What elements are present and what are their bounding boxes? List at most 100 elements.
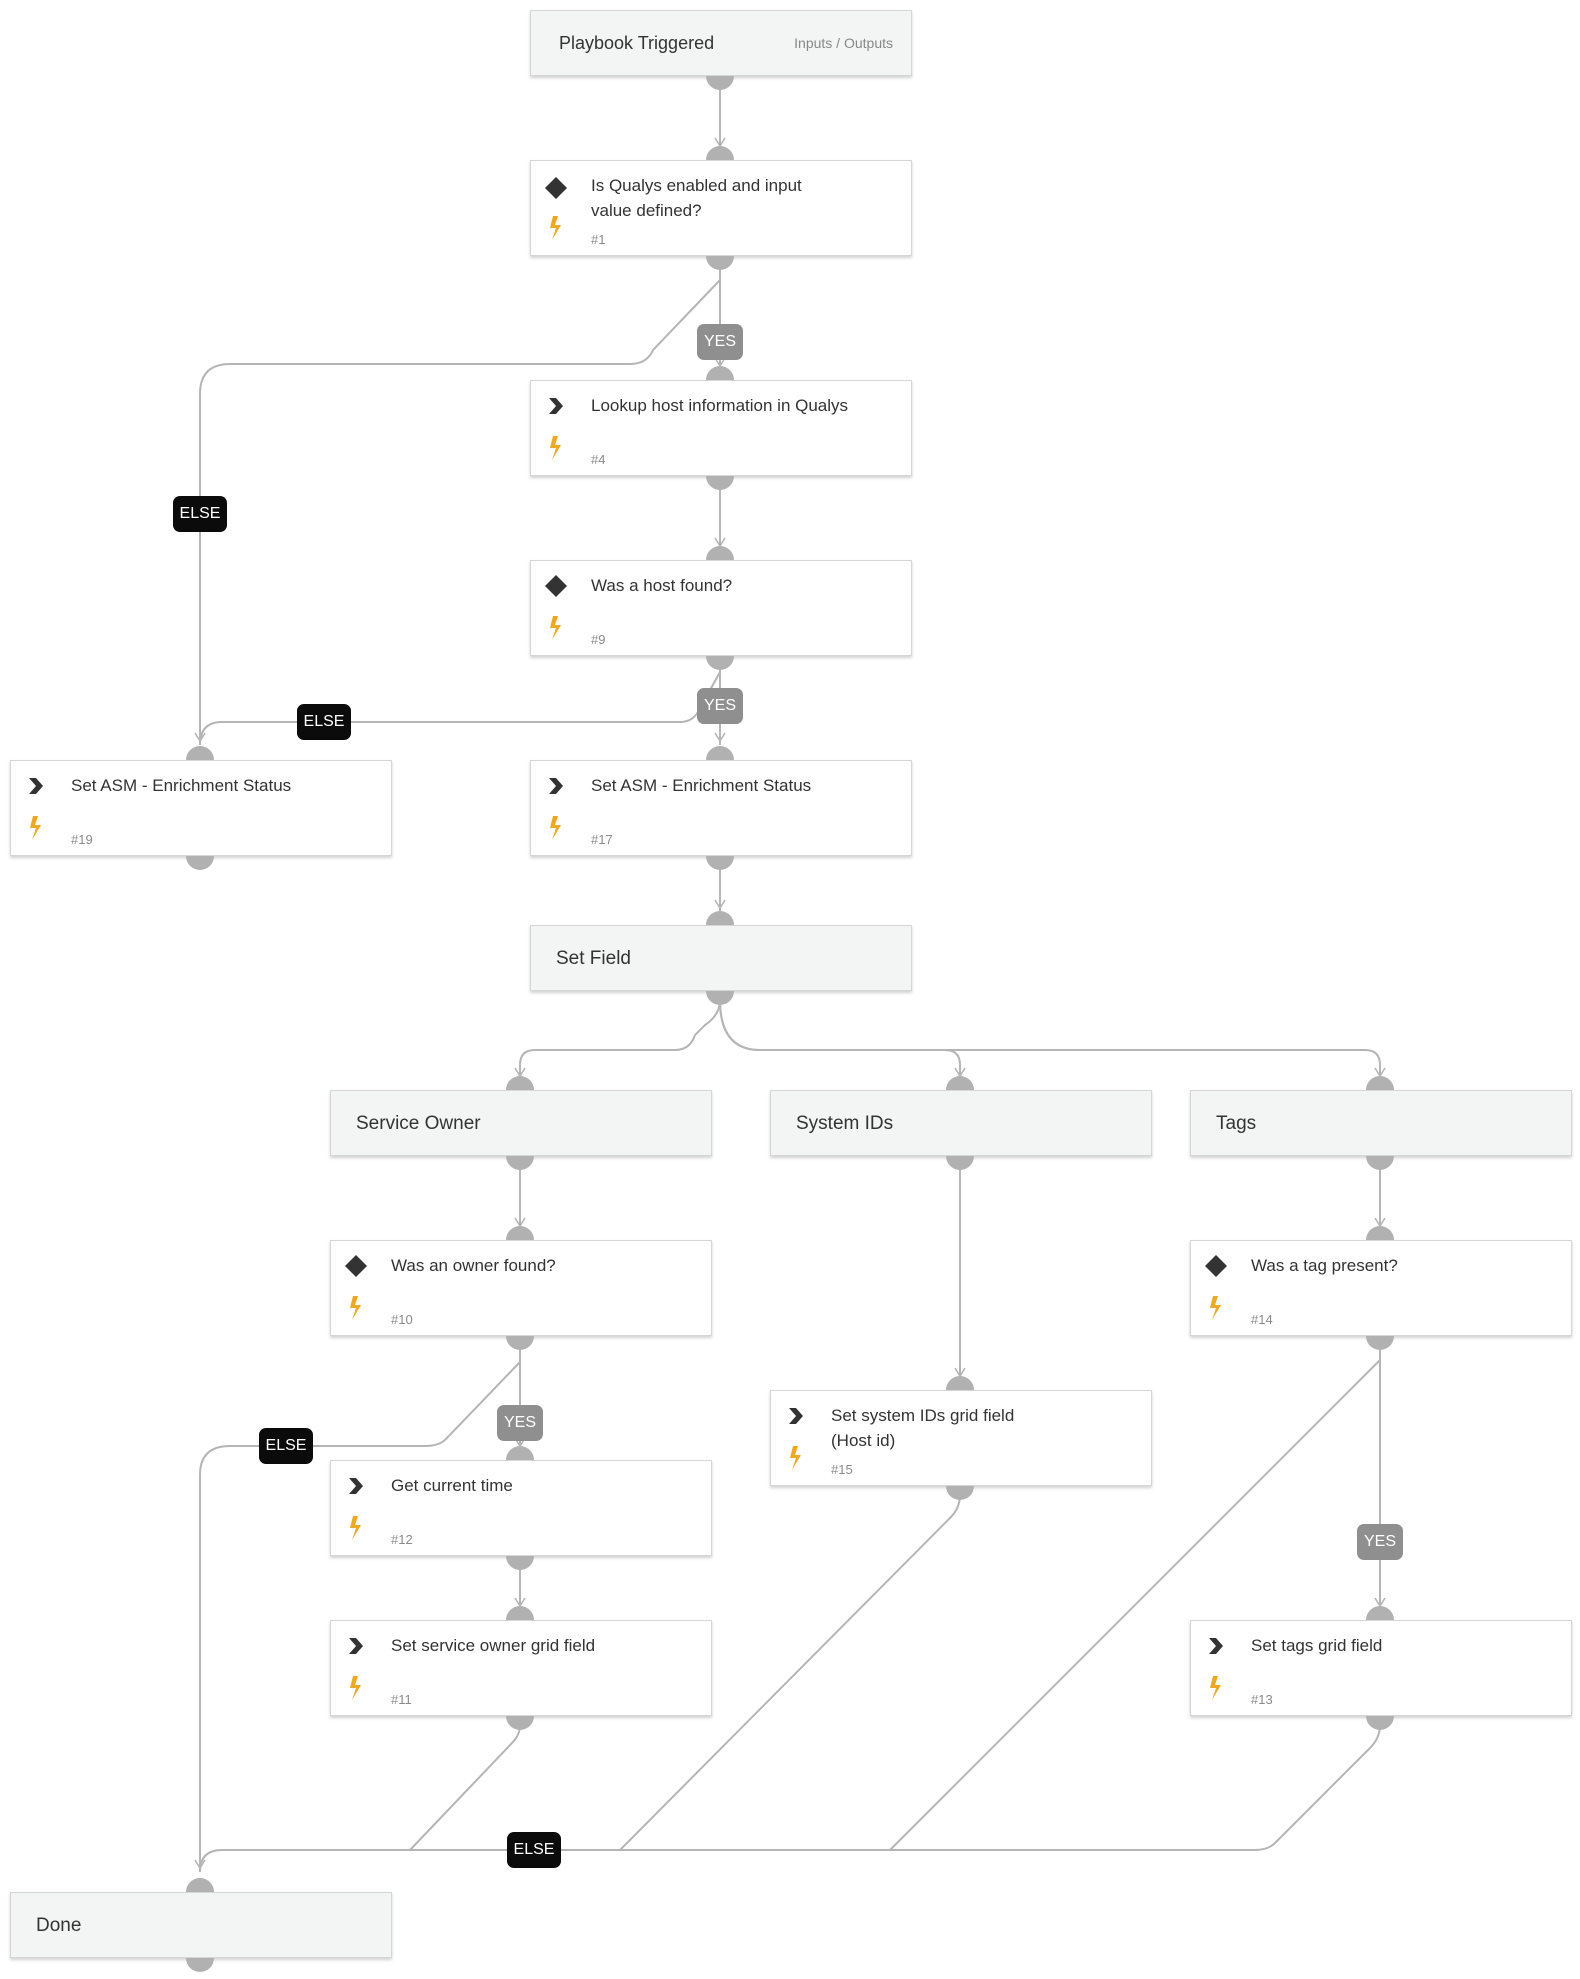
- port-task-13-in[interactable]: [1366, 1606, 1394, 1620]
- task-4-title: Lookup host information in Qualys: [591, 396, 849, 415]
- task-13-number: #13: [1251, 1692, 1273, 1707]
- task-11-number: #11: [391, 1692, 412, 1707]
- port-task-12-out[interactable]: [506, 1556, 534, 1570]
- port-task-13-out[interactable]: [1366, 1716, 1394, 1730]
- lightning-icon: [1210, 1676, 1221, 1700]
- port-task-10-in[interactable]: [506, 1226, 534, 1240]
- task-17-node[interactable]: Set ASM - Enrichment Status #17: [530, 760, 912, 856]
- branch-label-yes[interactable]: YES: [697, 688, 743, 724]
- section-done[interactable]: Done: [10, 1892, 392, 1958]
- port-task-14-in[interactable]: [1366, 1226, 1394, 1240]
- chevron-right-icon: [789, 1408, 803, 1424]
- chevron-right-icon: [549, 398, 563, 414]
- port-task-15-in[interactable]: [946, 1376, 974, 1390]
- task-13-node[interactable]: Set tags grid field #13: [1190, 1620, 1572, 1716]
- task-11-title: Set service owner grid field: [391, 1636, 596, 1655]
- diamond-icon: [545, 177, 567, 199]
- port-service-owner-in[interactable]: [506, 1076, 534, 1090]
- task-1-node[interactable]: Is Qualys enabled and input value define…: [530, 160, 912, 256]
- branch-label-else[interactable]: ELSE: [259, 1428, 313, 1464]
- lightning-icon: [350, 1516, 361, 1540]
- port-task-10-out[interactable]: [506, 1336, 534, 1350]
- section-system-ids-title: System IDs: [796, 1112, 894, 1134]
- lightning-icon: [550, 816, 561, 840]
- task-4-node[interactable]: Lookup host information in Qualys #4: [530, 380, 912, 476]
- task-19-title: Set ASM - Enrichment Status: [71, 776, 292, 795]
- edge-14-else-to-done: [889, 1359, 1381, 1851]
- port-task-14-out[interactable]: [1366, 1336, 1394, 1350]
- task-19-node[interactable]: Set ASM - Enrichment Status #19: [10, 760, 392, 856]
- port-task-1-out[interactable]: [706, 256, 734, 270]
- edge-setfield-to-serviceowner: [519, 999, 721, 1080]
- task-17-title: Set ASM - Enrichment Status: [591, 776, 812, 795]
- branch-label-yes[interactable]: YES: [497, 1405, 543, 1441]
- task-14-title: Was a tag present?: [1251, 1256, 1398, 1275]
- task-4-number: #4: [591, 452, 606, 467]
- port-task-4-in[interactable]: [706, 366, 734, 380]
- section-service-owner[interactable]: Service Owner: [330, 1090, 712, 1156]
- chevron-right-icon: [349, 1478, 363, 1494]
- branch-label-yes[interactable]: YES: [697, 324, 743, 360]
- task-10-node[interactable]: Was an owner found? #10: [330, 1240, 712, 1336]
- port-done-out[interactable]: [186, 1958, 214, 1972]
- task-15-title: Set system IDs grid field (Host id): [831, 1406, 1015, 1450]
- lightning-icon: [1210, 1296, 1221, 1320]
- port-service-owner-out[interactable]: [506, 1156, 534, 1170]
- edge-1-else-to-19: [199, 279, 721, 745]
- port-task-12-in[interactable]: [506, 1446, 534, 1460]
- port-task-11-in[interactable]: [506, 1606, 534, 1620]
- port-tags-out[interactable]: [1366, 1156, 1394, 1170]
- task-11-node[interactable]: Set service owner grid field #11: [330, 1620, 712, 1716]
- branch-label-else[interactable]: ELSE: [507, 1832, 561, 1868]
- port-task-17-in[interactable]: [706, 746, 734, 760]
- section-tags-title: Tags: [1216, 1112, 1257, 1134]
- lightning-icon: [550, 216, 561, 240]
- task-12-number: #12: [391, 1532, 413, 1547]
- edge-10-else-to-done: [199, 1361, 521, 1872]
- section-tags[interactable]: Tags: [1190, 1090, 1572, 1156]
- port-done-in[interactable]: [186, 1878, 214, 1892]
- branch-label-yes[interactable]: YES: [1357, 1524, 1403, 1560]
- diamond-icon: [545, 575, 567, 597]
- task-10-title: Was an owner found?: [391, 1256, 556, 1275]
- diamond-icon: [1205, 1255, 1227, 1277]
- task-19-number: #19: [71, 832, 93, 847]
- port-task-9-in[interactable]: [706, 546, 734, 560]
- port-tags-in[interactable]: [1366, 1076, 1394, 1090]
- inputs-outputs-link[interactable]: Inputs / Outputs: [794, 35, 893, 51]
- section-system-ids[interactable]: System IDs: [770, 1090, 1152, 1156]
- port-task-9-out[interactable]: [706, 656, 734, 670]
- arrowhead-setfield: [714, 899, 726, 910]
- task-17-number: #17: [591, 832, 613, 847]
- task-12-node[interactable]: Get current time #12: [330, 1460, 712, 1556]
- port-set-field-in[interactable]: [706, 911, 734, 925]
- port-task-19-in[interactable]: [186, 746, 214, 760]
- port-start-out[interactable]: [706, 76, 734, 90]
- edge-13-to-done: [199, 1724, 1381, 1873]
- port-task-11-out[interactable]: [506, 1716, 534, 1730]
- start-title: Playbook Triggered: [559, 32, 715, 53]
- edge-setfield-to-tags: [719, 999, 1381, 1080]
- lightning-icon: [30, 816, 41, 840]
- arrowhead-17: [714, 732, 726, 743]
- port-task-1-in[interactable]: [706, 146, 734, 160]
- port-system-ids-in[interactable]: [946, 1076, 974, 1090]
- section-done-title: Done: [36, 1914, 82, 1936]
- task-14-node[interactable]: Was a tag present? #14: [1190, 1240, 1572, 1336]
- port-system-ids-out[interactable]: [946, 1156, 974, 1170]
- port-task-19-out[interactable]: [186, 856, 214, 870]
- task-13-title: Set tags grid field: [1251, 1636, 1383, 1655]
- port-task-15-out[interactable]: [946, 1486, 974, 1500]
- section-set-field[interactable]: Set Field: [530, 925, 912, 991]
- edge-setfield-to-systemids: [719, 999, 961, 1080]
- diamond-icon: [345, 1255, 367, 1277]
- branch-label-else[interactable]: ELSE: [173, 496, 227, 532]
- branch-label-else[interactable]: ELSE: [297, 704, 351, 740]
- port-set-field-out[interactable]: [706, 991, 734, 1005]
- task-10-number: #10: [391, 1312, 413, 1327]
- port-task-4-out[interactable]: [706, 476, 734, 490]
- task-15-node[interactable]: Set system IDs grid field (Host id) #15: [770, 1390, 1152, 1486]
- playbook-triggered-node[interactable]: Playbook Triggered Inputs / Outputs: [530, 10, 912, 76]
- task-9-node[interactable]: Was a host found? #9: [530, 560, 912, 656]
- port-task-17-out[interactable]: [706, 856, 734, 870]
